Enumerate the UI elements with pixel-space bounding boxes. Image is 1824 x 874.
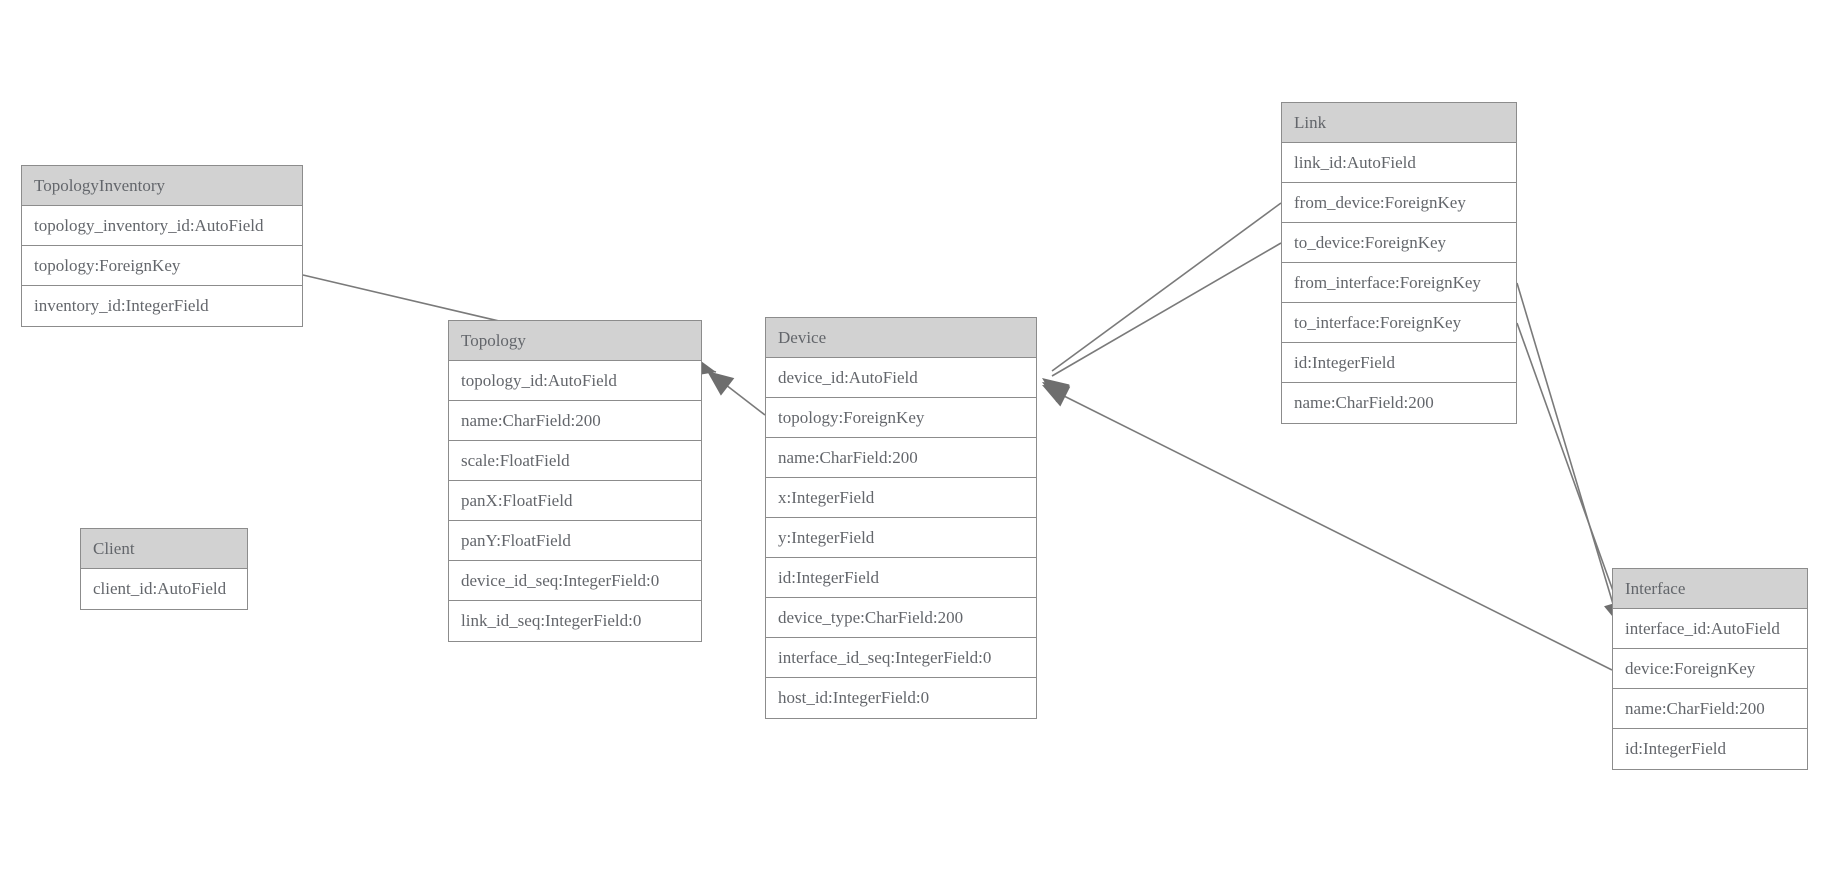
rel-link-from-device	[1042, 202, 1282, 403]
entity-title-topology: Topology	[449, 321, 701, 361]
entity-field-row[interactable]: id:IntegerField	[766, 558, 1036, 598]
entity-field-row[interactable]: scale:FloatField	[449, 441, 701, 481]
rel-link-to-device	[1042, 242, 1282, 405]
entity-title-interface: Interface	[1613, 569, 1807, 609]
entity-field-row[interactable]: name:CharField:200	[766, 438, 1036, 478]
entity-field-row[interactable]: name:CharField:200	[1282, 383, 1516, 423]
entity-field-row[interactable]: to_device:ForeignKey	[1282, 223, 1516, 263]
relationship-arrowhead	[1042, 385, 1071, 407]
entity-field-row[interactable]: topology:ForeignKey	[766, 398, 1036, 438]
relationship-line	[1051, 202, 1282, 372]
entity-field-row[interactable]: inventory_id:IntegerField	[22, 286, 302, 326]
entity-field-row[interactable]: device_type:CharField:200	[766, 598, 1036, 638]
entity-field-row[interactable]: interface_id_seq:IntegerField:0	[766, 638, 1036, 678]
entity-field-row[interactable]: y:IntegerField	[766, 518, 1036, 558]
rel-device-topology	[707, 371, 766, 416]
relationship-line	[716, 377, 766, 416]
entity-field-row[interactable]: name:CharField:200	[449, 401, 701, 441]
relationship-line	[1051, 389, 1613, 671]
entity-field-row[interactable]: device:ForeignKey	[1613, 649, 1807, 689]
entity-field-row[interactable]: to_interface:ForeignKey	[1282, 303, 1516, 343]
entity-title-topology_inventory: TopologyInventory	[22, 166, 302, 206]
entity-title-link: Link	[1282, 103, 1516, 143]
entity-field-row[interactable]: from_interface:ForeignKey	[1282, 263, 1516, 303]
entity-field-row[interactable]: panX:FloatField	[449, 481, 701, 521]
relationship-line	[1516, 282, 1617, 615]
relationship-arrowhead	[707, 371, 735, 396]
entity-field-row[interactable]: client_id:AutoField	[81, 569, 247, 609]
entity-field-row[interactable]: from_device:ForeignKey	[1282, 183, 1516, 223]
entity-field-row[interactable]: topology_inventory_id:AutoField	[22, 206, 302, 246]
entity-title-client: Client	[81, 529, 247, 569]
entity-field-row[interactable]: name:CharField:200	[1613, 689, 1807, 729]
entity-field-row[interactable]: id:IntegerField	[1613, 729, 1807, 769]
entity-field-row[interactable]: device_id_seq:IntegerField:0	[449, 561, 701, 601]
entity-field-row[interactable]: host_id:IntegerField:0	[766, 678, 1036, 718]
entity-field-row[interactable]: topology:ForeignKey	[22, 246, 302, 286]
entity-field-row[interactable]: link_id:AutoField	[1282, 143, 1516, 183]
relationship-arrowhead	[1042, 378, 1070, 403]
relationship-line	[1516, 322, 1623, 617]
relationship-arrowhead	[1042, 382, 1071, 405]
entity-field-row[interactable]: topology_id:AutoField	[449, 361, 701, 401]
relationship-line	[1051, 242, 1282, 377]
entity-title-device: Device	[766, 318, 1036, 358]
entity-field-row[interactable]: panY:FloatField	[449, 521, 701, 561]
entity-field-row[interactable]: id:IntegerField	[1282, 343, 1516, 383]
entity-field-row[interactable]: interface_id:AutoField	[1613, 609, 1807, 649]
entity-field-row[interactable]: device_id:AutoField	[766, 358, 1036, 398]
entity-field-row[interactable]: link_id_seq:IntegerField:0	[449, 601, 701, 641]
entity-field-row[interactable]: x:IntegerField	[766, 478, 1036, 518]
